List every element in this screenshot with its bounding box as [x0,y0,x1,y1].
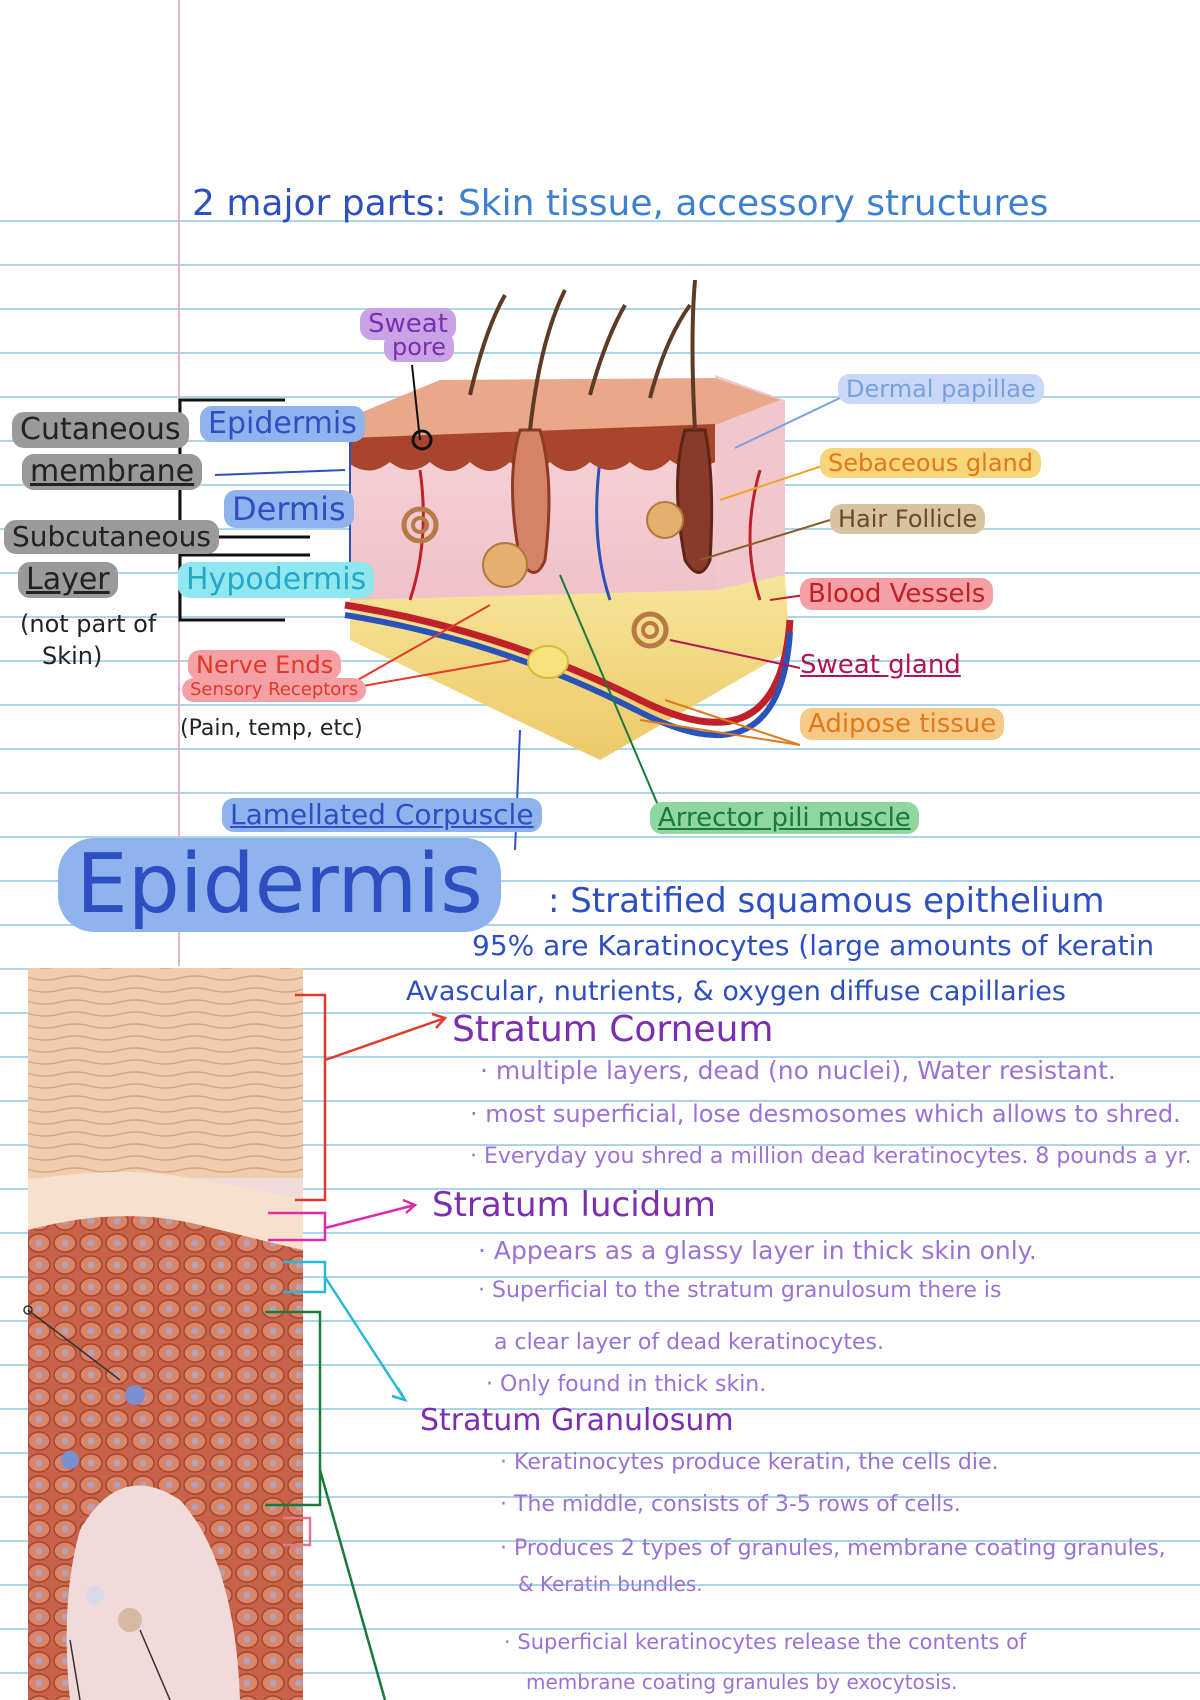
callout-sebaceous-gland: Sebaceous gland [820,448,1041,478]
corneum-note: multiple layers, dead (no nuclei), Water… [480,1058,1116,1083]
label-not-part-2: Skin) [42,642,103,670]
epidermis-keratinocytes: 95% are Karatinocytes (large amounts of … [472,929,1155,962]
label-subcutaneous: Subcutaneous [4,520,220,554]
callout-lamellated-corpuscle: Lamellated Corpuscle [222,798,542,832]
callout-nerve-ends: Nerve Ends [188,650,342,680]
granulosum-note: Superficial keratinocytes release the co… [504,1632,1026,1653]
label-cutaneous: Cutaneous [12,412,189,448]
callout-pain-temp: (Pain, temp, etc) [180,716,363,741]
granulosum-note: Produces 2 types of granules, membrane c… [500,1538,1166,1560]
lucidum-note: Superficial to the stratum granulosum th… [478,1280,1001,1302]
epidermis-definition: : Stratified squamous epithelium [548,881,1105,921]
heading-rest: Skin tissue, accessory structures [457,183,1049,224]
label-hypodermis: Hypodermis [178,562,375,598]
callout-arrector-pili: Arrector pili muscle [650,802,919,834]
granulosum-title: Stratum Granulosum [420,1403,734,1438]
callout-sweat-pore-2: pore [384,332,455,362]
label-dermis: Dermis [224,490,354,528]
label-epidermis: Epidermis [200,406,365,442]
heading-prefix: 2 major parts [192,183,435,224]
granulosum-note: membrane coating granules by exocytosis. [526,1670,958,1694]
heading-colon: : [434,183,447,224]
epidermis-title: Epidermis [58,838,501,932]
callout-adipose-tissue: Adipose tissue [800,708,1005,740]
epidermis-avascular: Avascular, nutrients, & oxygen diffuse c… [406,976,1066,1007]
corneum-note: most superficial, lose desmosomes which … [470,1102,1181,1126]
lucidum-note: Appears as a glassy layer in thick skin … [478,1238,1037,1263]
label-membrane: membrane [22,454,203,490]
callout-hair-follicle: Hair Follicle [830,504,986,534]
corneum-title: Stratum Corneum [452,1009,774,1050]
label-layer: Layer [18,562,118,598]
lucidum-note: Only found in thick skin. [486,1374,766,1396]
callout-dermal-papillae: Dermal papillae [838,374,1044,404]
granulosum-note: Keratinocytes produce keratin, the cells… [500,1452,998,1474]
skin-block-illustration [344,279,794,760]
callout-sweat-gland: Sweat gland [800,650,961,680]
callout-blood-vessels: Blood Vessels [800,578,994,610]
callout-sensory-receptors: Sensory Receptors [182,678,367,702]
page-heading: 2 major parts: Skin tissue, accessory st… [192,186,1048,222]
label-not-part-1: (not part of [20,610,157,638]
lucidum-note: a clear layer of dead keratinocytes. [494,1330,884,1355]
lucidum-title: Stratum lucidum [432,1185,716,1225]
granulosum-note: & Keratin bundles. [518,1572,703,1596]
stratum-brackets [265,993,448,1700]
granulosum-note: The middle, consists of 3-5 rows of cell… [500,1494,961,1516]
corneum-note: Everyday you shred a million dead kerati… [470,1146,1192,1168]
epidermis-micrograph [23,968,303,1700]
